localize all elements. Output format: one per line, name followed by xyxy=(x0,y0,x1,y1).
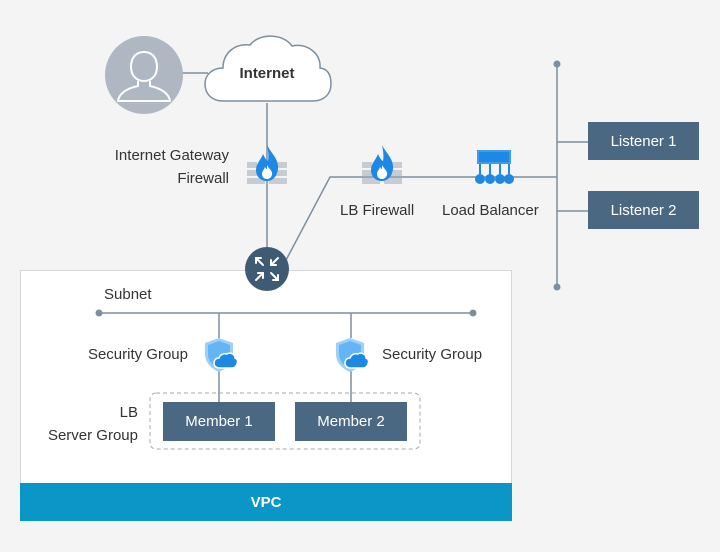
subnet-label: Subnet xyxy=(104,286,152,303)
igw-firewall-label: Internet Gateway Firewall xyxy=(95,144,229,191)
listener-1-box: Listener 1 xyxy=(588,122,699,160)
vpc-label-text: VPC xyxy=(250,493,282,511)
listener-2-box: Listener 2 xyxy=(588,191,699,229)
firewall-icon xyxy=(247,145,287,184)
lb-server-group-label-line2: Server Group xyxy=(47,427,138,445)
load-balancer-icon xyxy=(475,150,514,184)
router-icon xyxy=(245,247,289,291)
vpc-label: VPC xyxy=(20,483,512,521)
lb-server-group-label-line1: LB xyxy=(119,404,138,421)
cloud-icon xyxy=(204,35,332,102)
security-group-icon xyxy=(205,338,239,372)
member-2-label: Member 2 xyxy=(317,413,385,430)
listener-2-label: Listener 2 xyxy=(610,201,677,219)
member-1-label: Member 1 xyxy=(185,413,253,430)
internet-label: Internet xyxy=(239,65,295,82)
lb-firewall-label: LB Firewall xyxy=(340,202,415,219)
member-2-box: Member 2 xyxy=(295,402,407,441)
load-balancer-label: Load Balancer xyxy=(442,202,539,219)
lb-firewall-icon xyxy=(362,145,402,184)
security-group-icon xyxy=(336,338,370,372)
lb-server-group-boundary xyxy=(149,392,421,450)
igw-firewall-label-line1: Internet Gateway xyxy=(114,147,229,164)
listener-1-label: Listener 1 xyxy=(610,132,677,150)
lb-server-group-label: LB Server Group xyxy=(20,401,138,448)
user-icon xyxy=(105,36,183,114)
security-group-1-label: Security Group xyxy=(87,346,188,363)
igw-firewall-label-line2: Firewall xyxy=(177,170,229,188)
member-1-box: Member 1 xyxy=(163,402,275,441)
security-group-2-label: Security Group xyxy=(382,346,483,363)
